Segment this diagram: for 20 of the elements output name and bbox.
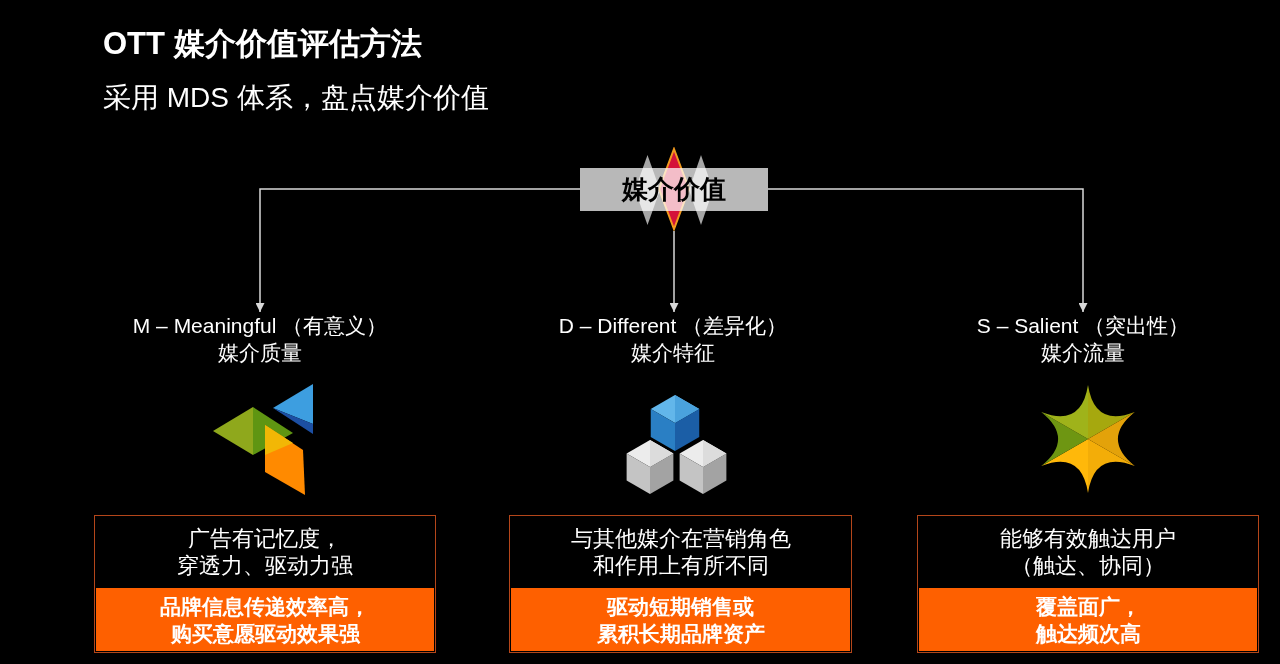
heading-text: D – Different （差异化）	[558, 313, 788, 339]
title: OTT 媒介价值评估方法	[103, 25, 422, 63]
heading-text: M – Meaningful （有意义）	[132, 313, 388, 339]
highlight-band: 覆盖面广，触达频次高	[919, 588, 1257, 651]
highlight-band: 驱动短期销售或累积长期品牌资产	[511, 588, 850, 651]
description: 广告有记忆度，穿透力、驱动力强	[177, 525, 353, 579]
description: 能够有效触达用户（触达、协同）	[1000, 525, 1176, 579]
text-box	[509, 515, 852, 653]
text-box	[917, 515, 1259, 653]
text-box	[94, 515, 436, 653]
connector-arrow	[255, 188, 581, 313]
subheading-text: 媒介流量	[1041, 340, 1125, 366]
subheading-text: 媒介特征	[631, 340, 715, 366]
subtitle: 采用 MDS 体系，盘点媒介价值	[103, 81, 489, 115]
connector-arrow	[767, 188, 1088, 313]
subheading-text: 媒介质量	[218, 340, 302, 366]
description: 与其他媒介在营销角色和作用上有所不同	[570, 525, 791, 579]
heading-text: S – Salient （突出性）	[976, 313, 1190, 339]
connector-arrow	[669, 230, 679, 313]
highlight-band: 品牌信息传递效率高，购买意愿驱动效果强	[96, 588, 434, 651]
